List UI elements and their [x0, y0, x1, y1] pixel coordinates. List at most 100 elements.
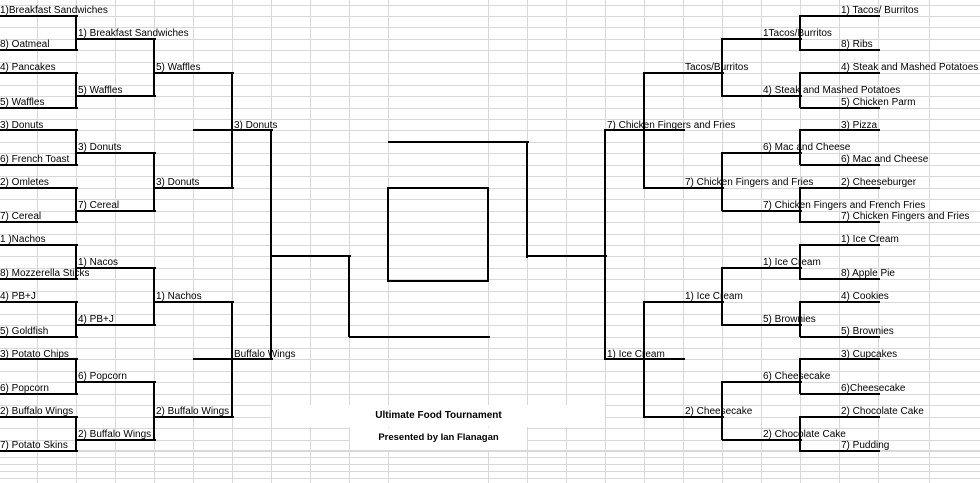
team-slot-right-r2[interactable]: 4) Steak and Mashed Potatoes [763, 85, 901, 97]
team-slot-right-r4[interactable]: 1) Ice Cream [607, 348, 665, 360]
champion-box[interactable] [387, 187, 489, 282]
bracket-line-vertical [270, 129, 272, 360]
team-slot-left-r2[interactable]: 1) Breakfast Sandwiches [78, 27, 189, 39]
team-slot-right-r2[interactable]: 7) Chicken Fingers and French Fries [763, 199, 926, 211]
team-slot-right-r1[interactable]: 6) Mac and Cheese [841, 153, 929, 165]
team-slot-left-r3[interactable]: 5) Waffles [156, 62, 201, 74]
team-slot-left-r2[interactable]: 3) Donuts [78, 142, 122, 154]
column-gridline [232, 0, 233, 483]
bracket-line-horizontal [800, 244, 880, 246]
team-slot-right-r1[interactable]: 6)Cheesecake [841, 382, 906, 394]
team-slot-left-r1[interactable]: 5) Waffles [0, 96, 45, 108]
bracket-line-horizontal [644, 301, 724, 303]
team-slot-left-r1[interactable]: 1 )Nachos [0, 234, 46, 245]
team-slot-left-r4[interactable]: 3) Donuts [234, 119, 278, 131]
team-slot-left-r1[interactable]: 3) Potato Chips [0, 348, 69, 360]
team-slot-left-r1[interactable]: 8) Oatmeal [0, 39, 50, 51]
bracket-line-horizontal [800, 49, 880, 51]
team-slot-left-r2[interactable]: 5) Waffles [78, 85, 123, 97]
column-gridline [761, 0, 762, 483]
team-slot-left-r1[interactable]: 4) PB+J [0, 291, 36, 303]
team-slot-left-r1[interactable]: 6) French Toast [0, 153, 70, 165]
bracket-line-horizontal [800, 129, 880, 131]
team-slot-right-r2[interactable]: 2) Chocolate Cake [763, 428, 846, 440]
column-gridline [154, 0, 155, 483]
tournament-title[interactable]: Ultimate Food Tournament [272, 405, 605, 427]
bracket-line-vertical [604, 129, 606, 360]
team-slot-right-r1[interactable]: 7) Pudding [841, 440, 890, 452]
team-slot-right-r3[interactable]: 2) Cheesecake [685, 405, 753, 417]
bracket-line-horizontal [722, 267, 802, 269]
team-slot-left-r1[interactable]: 3) Donuts [0, 119, 44, 131]
team-slot-left-r3[interactable]: 3) Donuts [156, 176, 200, 188]
column-gridline [115, 0, 116, 483]
team-slot-left-r1[interactable]: 6) Popcorn [0, 382, 49, 394]
team-slot-right-r3[interactable]: 1) Ice Cream [685, 291, 743, 303]
bracket-line-horizontal [800, 72, 880, 74]
row-gridline [0, 27, 980, 28]
team-slot-left-r1[interactable]: 7) Potato Skins [0, 440, 68, 452]
row-gridline [0, 50, 980, 51]
row-gridline [0, 291, 980, 292]
bracket-line-vertical [799, 416, 801, 452]
bracket-line-vertical [75, 187, 77, 223]
team-slot-left-r2[interactable]: 7) Cereal [78, 199, 120, 211]
bracket-line-horizontal [527, 255, 607, 257]
bracket-line-horizontal [800, 107, 880, 109]
team-slot-right-r1[interactable]: 1) Tacos/ Burritos [841, 5, 919, 16]
row-gridline [0, 108, 980, 109]
tournament-subtitle[interactable]: Presented by Ian Flanagan [350, 428, 527, 450]
team-slot-right-r2[interactable]: 1Tacos/Burritos [763, 27, 832, 39]
team-slot-right-r1[interactable]: 1) Ice Cream [841, 234, 899, 245]
team-slot-right-r1[interactable]: 3) Cupcakes [841, 348, 898, 360]
team-slot-right-r1[interactable]: 8) Ribs [841, 39, 873, 51]
team-slot-right-r1[interactable]: 4) Cookies [841, 291, 889, 303]
team-slot-right-r1[interactable]: 2) Chocolate Cake [841, 405, 924, 417]
team-slot-right-r3[interactable]: 7) Chicken Fingers and Fries [685, 176, 814, 188]
row-gridline [0, 96, 980, 97]
team-slot-right-r1[interactable]: 3) Pizza [841, 119, 878, 131]
team-slot-left-r4[interactable]: Buffalo Wings [234, 348, 296, 360]
team-slot-left-r1[interactable]: 7) Cereal [0, 211, 42, 223]
team-slot-right-r2[interactable]: 1) Ice Cream [763, 256, 821, 268]
bracket-line-horizontal [76, 267, 156, 269]
row-gridline [0, 153, 980, 154]
team-slot-right-r2[interactable]: 5) Brownies [763, 314, 816, 326]
team-slot-left-r3[interactable]: 2) Buffalo Wings [156, 405, 230, 417]
team-slot-left-r2[interactable]: 1) Nacos [78, 256, 119, 268]
bracket-line-vertical [75, 15, 77, 51]
team-slot-right-r1[interactable]: 2) Cheeseburger [841, 176, 917, 188]
team-slot-left-r1[interactable]: 5) Goldfish [0, 325, 49, 337]
team-slot-right-r2[interactable]: 6) Mac and Cheese [763, 142, 851, 154]
column-gridline [929, 0, 930, 483]
team-slot-left-r2[interactable]: 2) Buffalo Wings [78, 428, 152, 440]
team-slot-right-r3[interactable]: Tacos/Burritos [685, 62, 749, 74]
team-slot-left-r2[interactable]: 4) PB+J [78, 314, 114, 326]
row-gridline [0, 234, 980, 235]
team-slot-right-r4[interactable]: 7) Chicken Fingers and Fries [607, 119, 736, 131]
team-slot-right-r1[interactable]: 5) Brownies [841, 325, 894, 337]
team-slot-right-r1[interactable]: 8) Apple Pie [841, 268, 895, 280]
row-gridline [0, 62, 980, 63]
team-slot-left-r1[interactable]: 4) Pancakes [0, 62, 56, 74]
team-slot-left-r1[interactable]: 8) Mozzerella Sticks [0, 268, 90, 280]
column-gridline [76, 0, 77, 483]
bracket-line-vertical [75, 244, 77, 280]
team-slot-right-r1[interactable]: 4) Steak and Mashed Potatoes [841, 62, 979, 74]
team-slot-left-r1[interactable]: 2) Omletes [0, 176, 49, 188]
team-slot-right-r1[interactable]: 5) Chicken Parm [841, 96, 916, 108]
row-gridline [0, 450, 980, 451]
row-gridline [0, 199, 980, 200]
team-slot-left-r1[interactable]: 2) Buffalo Wings [0, 405, 74, 417]
row-gridline [0, 73, 980, 74]
row-gridline [0, 359, 980, 360]
team-slot-right-r1[interactable]: 7) Chicken Fingers and Fries [841, 211, 970, 223]
team-slot-left-r2[interactable]: 6) Popcorn [78, 371, 127, 383]
bracket-line-horizontal [154, 416, 234, 418]
team-slot-left-r1[interactable]: 1)Breakfast Sandwiches [0, 5, 108, 16]
bracket-line-vertical [75, 301, 77, 337]
team-slot-left-r3[interactable]: 1) Nachos [156, 291, 202, 303]
team-slot-right-r2[interactable]: 6) Cheesecake [763, 371, 831, 383]
bracket-line-horizontal [193, 129, 273, 131]
